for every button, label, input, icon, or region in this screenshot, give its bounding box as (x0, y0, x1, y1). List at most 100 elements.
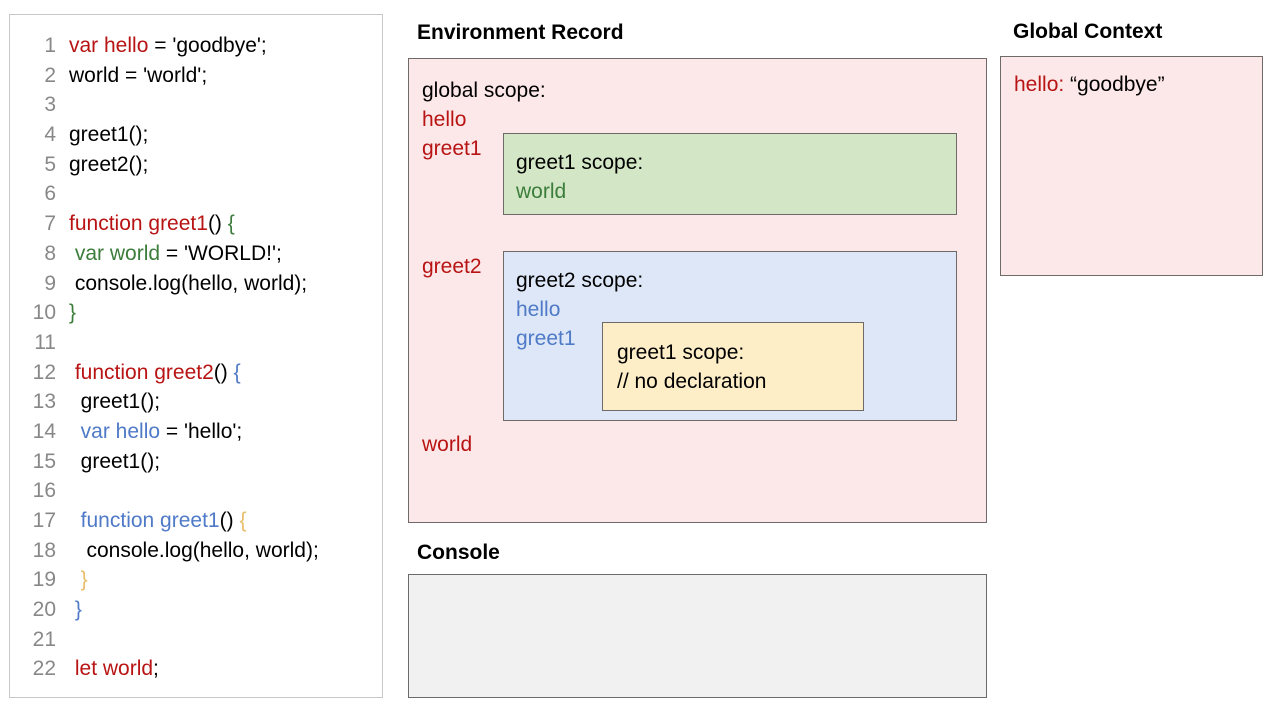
code-token: ; (153, 657, 159, 681)
console-output-box[interactable] (408, 574, 987, 698)
code-line: 21 (10, 625, 382, 655)
code-token: function greet1 (80, 509, 220, 532)
greet2-scope-var-greet1: greet1 (516, 327, 576, 350)
code-line: 22 let world; (10, 654, 382, 684)
greet2-scope-box: greet2 scope: hello greet1 greet1 scope:… (503, 251, 957, 421)
code-line-text: world = 'world'; (56, 61, 207, 91)
code-line: 10} (10, 298, 382, 328)
code-line: 13 greet1(); (10, 387, 382, 417)
code-token: greet1(); (69, 123, 149, 147)
code-line-text: var hello = 'hello'; (56, 417, 243, 447)
code-line-number: 7 (44, 212, 56, 236)
code-line: 15 greet1(); (10, 447, 382, 477)
code-token: var hello (69, 34, 149, 57)
code-token: console.log(hello, world); (69, 538, 319, 562)
code-line: 12 function greet2() { (10, 358, 382, 388)
code-line-text: console.log(hello, world); (56, 269, 307, 299)
code-line-text: greet2(); (56, 150, 148, 180)
global-context-entry-value: “goodbye” (1070, 73, 1165, 96)
code-line-text: } (56, 565, 88, 595)
global-context-title: Global Context (1013, 20, 1163, 43)
code-line: 2 world = 'world'; (10, 61, 382, 91)
code-line-number: 1 (44, 34, 56, 57)
code-token: console.log(hello, world); (69, 271, 308, 295)
code-token: () (213, 360, 234, 384)
code-line-text: let world; (56, 654, 159, 684)
code-line: 6 (10, 179, 382, 209)
code-line-text: function greet1() { (56, 209, 235, 239)
code-line-number: 17 (32, 509, 56, 532)
code-token: { (233, 360, 241, 384)
code-line-number: 2 (44, 63, 56, 87)
inner-greet1-scope-heading: greet1 scope: (617, 341, 745, 364)
code-line-number: 16 (32, 479, 56, 503)
code-line-text: function greet1() { (56, 506, 247, 536)
code-token: () (207, 212, 228, 236)
code-line-number: 14 (32, 419, 56, 443)
code-line-number: 21 (32, 627, 56, 651)
code-token: world = 'world'; (69, 63, 208, 87)
inner-greet1-scope-box: greet1 scope: // no declaration (602, 322, 864, 411)
code-line-number: 20 (32, 598, 56, 622)
code-token: greet1(); (69, 390, 161, 414)
code-line-number: 15 (32, 449, 56, 473)
code-line: 9 console.log(hello, world); (10, 269, 382, 299)
code-token: var world (74, 241, 161, 265)
greet2-scope-var-hello: hello (516, 298, 561, 321)
code-token: function greet2 (74, 360, 214, 384)
code-line: 19 } (10, 565, 382, 595)
code-line: 4 greet1(); (10, 120, 382, 150)
greet1-scope-heading: greet1 scope: (516, 151, 644, 174)
code-line: 5 greet2(); (10, 150, 382, 180)
code-line: 8 var world = 'WORLD!'; (10, 239, 382, 269)
code-token: function greet1 (69, 212, 208, 236)
code-line: 14 var hello = 'hello'; (10, 417, 382, 447)
code-token: = 'WORLD!'; (160, 241, 282, 265)
environment-record-box: global scope: hello greet1 greet2 world … (408, 58, 987, 523)
code-token: = 'hello'; (160, 419, 243, 443)
code-line: 17 function greet1() { (10, 506, 382, 536)
code-line-number: 5 (44, 152, 56, 176)
inner-greet1-scope-note: // no declaration (617, 370, 767, 393)
code-token: } (69, 301, 77, 325)
global-scope-var-world: world (422, 433, 473, 456)
code-token: let world (74, 657, 154, 681)
code-line-number: 3 (44, 93, 56, 117)
console-title: Console (417, 541, 500, 564)
code-line-number: 9 (44, 271, 56, 295)
code-line-number: 11 (34, 330, 56, 354)
code-line-number: 4 (44, 123, 56, 147)
code-token: () (219, 509, 240, 532)
code-token: { (239, 509, 247, 532)
global-context-entry-key: hello: (1014, 73, 1065, 96)
code-token (69, 568, 81, 591)
code-line: 20 } (10, 595, 382, 625)
global-scope-var-hello: hello (422, 108, 467, 131)
global-context-box: hello: “goodbye” (1000, 56, 1263, 276)
greet1-scope-box: greet1 scope: world (503, 133, 957, 215)
code-line-number: 18 (32, 538, 56, 562)
global-scope-var-greet2: greet2 (422, 255, 482, 278)
global-scope-heading: global scope: (422, 79, 546, 102)
greet1-scope-var-world: world (516, 180, 567, 203)
code-line-number: 6 (44, 182, 56, 206)
code-token: { (227, 212, 235, 236)
code-line-text: console.log(hello, world); (56, 536, 319, 566)
code-line: 3 (10, 90, 382, 120)
code-line-text: greet1(); (56, 387, 160, 417)
greet2-scope-heading: greet2 scope: (516, 269, 644, 292)
code-token: var hello (80, 419, 161, 443)
global-scope-var-greet1: greet1 (422, 137, 482, 160)
code-token: greet2(); (69, 152, 149, 176)
code-line-text: var hello = 'goodbye'; (56, 31, 267, 61)
code-line-text: } (56, 595, 82, 625)
code-line-number: 22 (32, 657, 56, 681)
code-line-text: greet1(); (56, 447, 160, 477)
global-context-entry: hello: “goodbye” (1014, 73, 1165, 97)
code-token: } (74, 598, 82, 622)
code-token: } (80, 568, 88, 592)
code-line-number: 19 (32, 568, 56, 592)
